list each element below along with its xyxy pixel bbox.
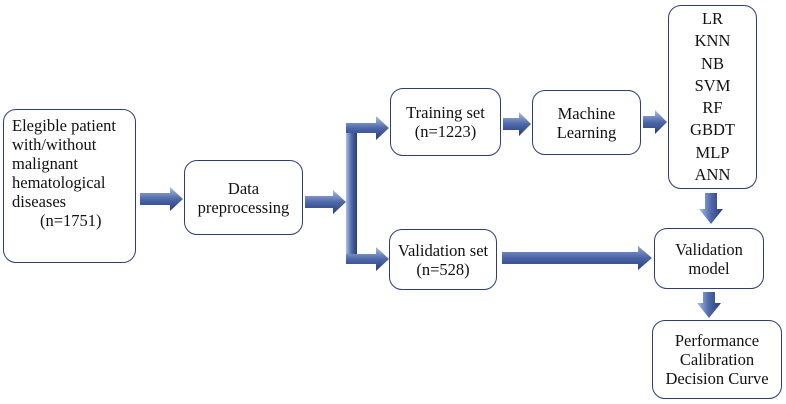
arrow-validation-model-to-performance — [697, 292, 721, 318]
model-label-svm: SVM — [694, 75, 731, 95]
patients-line: hematological — [12, 173, 106, 192]
training-set-count: (n=1223) — [414, 122, 477, 141]
arrow-split-to-training — [346, 116, 389, 140]
arrow-preprocessing-to-split — [305, 190, 346, 214]
arrow-split-to-validation — [346, 247, 389, 271]
arrow-models-to-validation-model — [699, 193, 723, 224]
model-label-rf: RF — [702, 98, 723, 118]
performance-box: Performance Calibration Decision Curve — [652, 320, 782, 399]
validation-set-label: Validation set — [397, 240, 489, 260]
validation-model-line: Validation — [675, 239, 743, 259]
decision-curve-line: Decision Curve — [665, 369, 769, 388]
model-label-knn: KNN — [694, 31, 731, 51]
arrow-ml-to-models — [643, 110, 667, 134]
arrow-validation-to-validation-model — [502, 246, 652, 270]
preprocessing-line: preprocessing — [197, 197, 290, 217]
model-label-gbdt: GBDT — [690, 120, 735, 140]
training-set-label: Training set — [406, 103, 485, 122]
machine-learning-box: Machine Learning — [532, 90, 641, 155]
machine-learning-line: Machine — [557, 103, 616, 123]
patients-line: with/without — [12, 135, 97, 154]
model-label-lr: LR — [701, 9, 724, 28]
arrow-training-to-ml — [503, 112, 531, 136]
arrow-patients-to-preprocessing — [140, 187, 183, 211]
model-label-mlp: MLP — [695, 142, 730, 162]
validation-model-box: Validation model — [654, 228, 764, 289]
models-box: LR KNN NB SVM RF GBDT MLP ANN — [668, 5, 757, 189]
preprocessing-box: Data preprocessing — [184, 160, 303, 235]
training-set-box: Training set (n=1223) — [390, 88, 501, 156]
patients-line: Elegible patient — [12, 116, 117, 135]
preprocessing-line: Data — [227, 178, 260, 198]
patients-line: malignant — [12, 154, 78, 173]
calibration-line: Calibration — [679, 350, 755, 369]
patients-count: (n=1751) — [40, 211, 102, 230]
patients-line: diseases — [12, 192, 67, 211]
model-label-nb: NB — [701, 53, 724, 73]
patients-box: Elegible patient with/without malignant … — [3, 109, 136, 263]
validation-model-line: model — [688, 258, 730, 278]
model-label-ann: ANN — [694, 165, 731, 185]
validation-set-count: (n=528) — [416, 259, 470, 279]
machine-learning-line: Learning — [556, 122, 617, 142]
performance-line: Performance — [674, 331, 760, 350]
validation-set-box: Validation set (n=528) — [389, 229, 497, 290]
split-connector — [346, 128, 357, 262]
